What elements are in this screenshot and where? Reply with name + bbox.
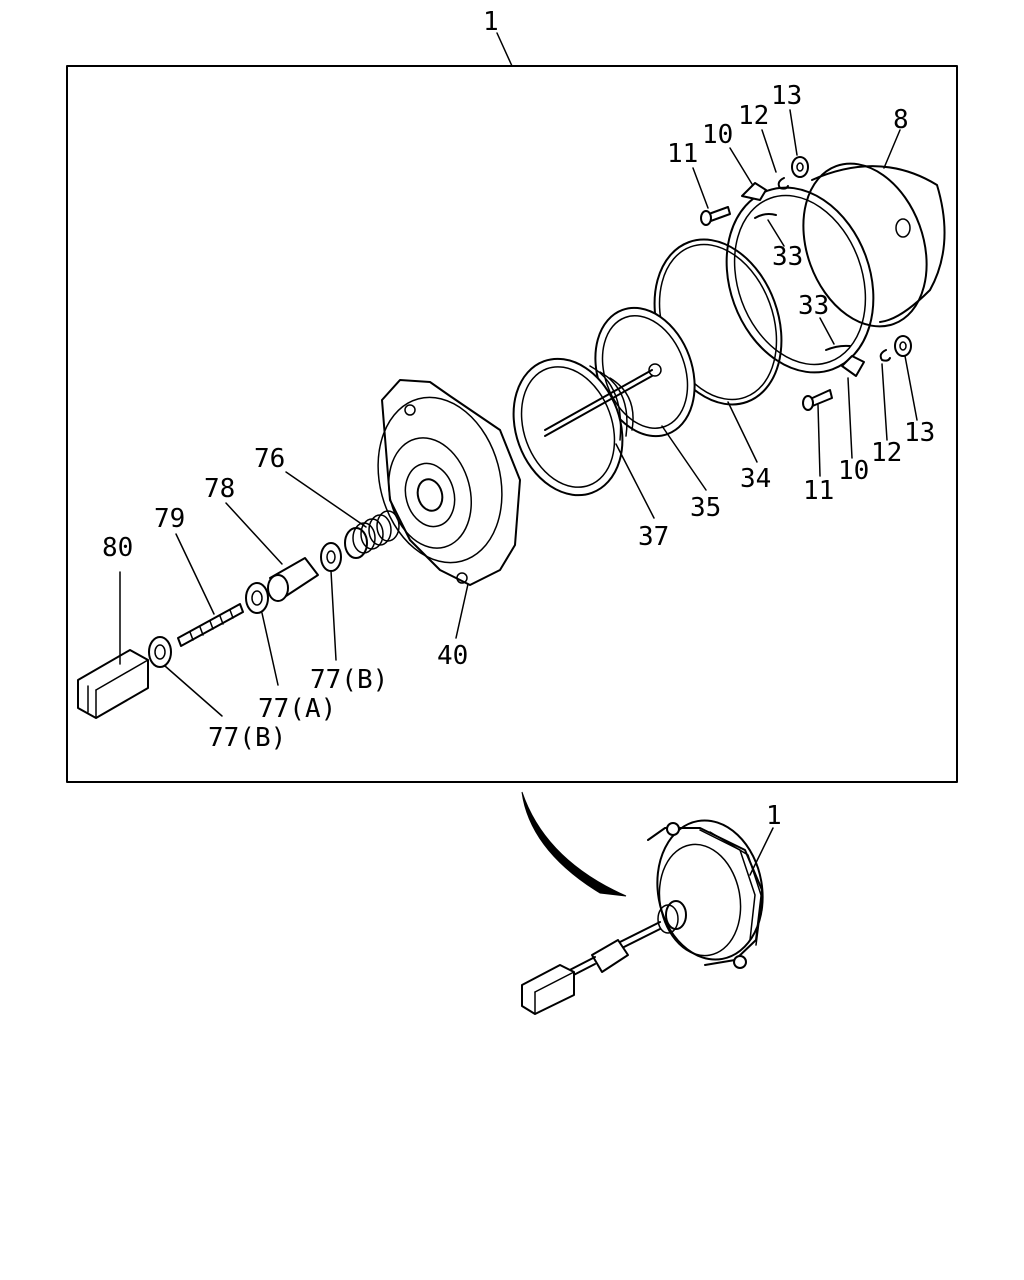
label-part-33-upper: 33 bbox=[772, 242, 803, 272]
part-12-clip-lower bbox=[879, 349, 891, 362]
leader-10-upper bbox=[729, 147, 753, 185]
part-37-return-spring bbox=[512, 357, 653, 497]
label-part-12-lower: 12 bbox=[871, 438, 902, 468]
leader-76 bbox=[285, 471, 367, 528]
leader-8 bbox=[883, 129, 901, 169]
label-part-34: 34 bbox=[740, 464, 771, 494]
leader-13-lower bbox=[904, 355, 918, 421]
label-part-77a: 77(A) bbox=[258, 694, 336, 724]
label-part-13-upper: 13 bbox=[771, 81, 802, 111]
part-8-rear-cover bbox=[802, 162, 946, 328]
part-12-clip-upper bbox=[777, 177, 789, 190]
leader-34 bbox=[727, 401, 758, 463]
label-part-8: 8 bbox=[893, 105, 909, 135]
label-part-12-upper: 12 bbox=[738, 101, 769, 131]
curved-pointer-arrow bbox=[521, 791, 627, 897]
label-part-11-lower: 11 bbox=[803, 476, 834, 506]
part-13-nut-upper bbox=[791, 156, 809, 178]
part-77a-washer bbox=[245, 582, 269, 614]
part-11-bolt-upper bbox=[700, 206, 731, 226]
assembly-leader-top bbox=[496, 32, 513, 67]
part-79-threaded-rod bbox=[177, 603, 244, 647]
leader-33-upper bbox=[767, 219, 785, 247]
leader-37 bbox=[615, 443, 655, 519]
leader-35 bbox=[661, 425, 707, 491]
label-part-13-lower: 13 bbox=[904, 418, 935, 448]
label-part-10-lower: 10 bbox=[838, 456, 869, 486]
label-part-76: 76 bbox=[254, 444, 285, 474]
leader-33-lower bbox=[819, 317, 835, 345]
label-part-79: 79 bbox=[154, 504, 185, 534]
label-part-77b-upper: 77(B) bbox=[310, 665, 388, 695]
label-part-10-upper: 10 bbox=[702, 120, 733, 150]
leader-78 bbox=[225, 502, 283, 565]
label-part-11-upper: 11 bbox=[667, 139, 698, 169]
part-80-clevis bbox=[77, 649, 149, 719]
leader-77a bbox=[261, 612, 279, 686]
leader-13-upper bbox=[789, 109, 798, 156]
leader-12-lower bbox=[881, 363, 888, 441]
part-10-clamp-ring bbox=[725, 182, 875, 377]
leader-10-lower bbox=[847, 377, 853, 459]
label-assembly-bottom: 1 bbox=[766, 801, 782, 831]
label-part-40: 40 bbox=[437, 641, 468, 671]
part-40-front-housing bbox=[377, 379, 521, 586]
part-77b-nut-upper bbox=[320, 542, 342, 572]
label-part-80: 80 bbox=[102, 533, 133, 563]
leader-77b-lower bbox=[164, 665, 223, 717]
label-part-77b-lower: 77(B) bbox=[208, 723, 286, 753]
leader-79 bbox=[175, 533, 215, 615]
assembled-brake-chamber bbox=[521, 819, 764, 1015]
leader-11-upper bbox=[692, 167, 709, 209]
part-77b-nut-lower bbox=[148, 636, 172, 668]
leader-77b-upper bbox=[330, 570, 337, 661]
assembly-leader-bottom bbox=[749, 827, 774, 876]
label-part-33-lower: 33 bbox=[798, 291, 829, 321]
label-part-37: 37 bbox=[638, 522, 669, 552]
part-11-bolt-lower bbox=[802, 389, 833, 411]
part-13-nut-lower bbox=[894, 335, 912, 357]
leader-40 bbox=[455, 583, 469, 639]
leader-11-lower bbox=[817, 404, 821, 477]
part-78-coupling bbox=[267, 557, 319, 602]
label-assembly-top: 1 bbox=[483, 7, 499, 37]
part-33-mark-lower bbox=[825, 344, 851, 351]
part-33-mark-upper bbox=[754, 213, 777, 219]
part-76-coil-spring bbox=[344, 510, 400, 559]
leader-12-upper bbox=[761, 129, 777, 173]
label-part-35: 35 bbox=[690, 493, 721, 523]
label-part-78: 78 bbox=[204, 474, 235, 504]
